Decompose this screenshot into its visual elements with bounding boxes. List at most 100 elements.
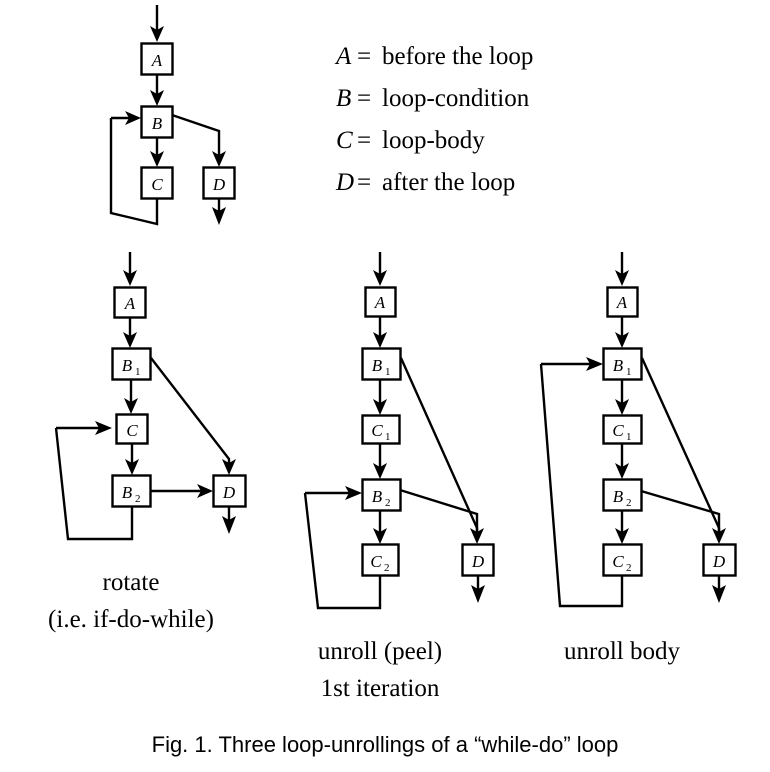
legend-eq-A: =	[357, 43, 371, 70]
diagram-caption-line-2: (i.e. if-do-while)	[48, 606, 214, 633]
node-B1-subscript: 1	[135, 366, 141, 378]
edge-C2-to-B2-back	[303, 486, 382, 610]
node-C2-subscript: 2	[384, 562, 390, 574]
node-C2-label: C	[612, 552, 624, 571]
edge-B2-to-C-back	[54, 421, 134, 541]
figure-caption: Fig. 1. Three loop-unrollings of a “whil…	[152, 732, 619, 757]
edge-C1-to-B2	[615, 443, 629, 479]
legend-desc-A: before the loop	[382, 43, 533, 70]
node-A-label: A	[374, 293, 386, 312]
node-B2-subscript: 2	[385, 497, 391, 509]
node-C1-subscript: 1	[385, 431, 391, 443]
node-B2-label: B	[372, 487, 383, 506]
node-B2-subscript: 2	[135, 493, 141, 505]
node-B-label: B	[152, 114, 163, 133]
node-C-label: C	[151, 175, 163, 194]
edge-B-to-C	[150, 137, 164, 167]
node-C2: C 2	[361, 543, 400, 577]
node-C: C	[140, 166, 174, 200]
edge-B2-to-D	[399, 488, 479, 534]
node-C1-subscript: 1	[626, 431, 632, 443]
node-B1-subscript: 1	[626, 366, 632, 378]
node-B1-label: B	[372, 356, 383, 375]
diagram-unroll-body: A B 1 C 1 B	[539, 252, 737, 665]
node-B2-label: B	[122, 483, 133, 502]
node-A: A	[140, 42, 174, 76]
node-B1-subscript: 1	[385, 366, 391, 378]
edge-entry-to-A	[123, 252, 137, 286]
node-C-label: C	[126, 421, 138, 440]
node-C2: C 2	[602, 543, 643, 577]
node-A-label: A	[616, 293, 628, 312]
edge-D-to-exit	[222, 506, 236, 534]
edge-C2-to-B1-back	[539, 357, 624, 608]
diagram-rotate: A B 1 C B 2	[48, 252, 247, 633]
node-D: D	[461, 543, 495, 577]
node-C: C	[115, 413, 149, 445]
node-D-label: D	[471, 552, 485, 571]
edge-A-to-B	[150, 74, 164, 106]
edge-A-to-B1	[123, 317, 137, 348]
edge-C-to-B2	[125, 443, 139, 475]
edge-B2-to-D	[150, 484, 213, 498]
node-D-label: D	[212, 175, 226, 194]
edge-C-to-B-back	[109, 111, 159, 226]
node-B2: B 2	[111, 474, 152, 508]
node-A: A	[606, 286, 639, 318]
diagram-unroll-peel: A B 1 C 1 B	[303, 252, 495, 702]
legend-desc-D: after the loop	[382, 169, 515, 196]
node-B1: B 1	[602, 347, 643, 381]
node-B2-label: B	[613, 487, 624, 506]
legend-eq-C: =	[357, 127, 371, 154]
legend-eq-D: =	[357, 169, 371, 196]
node-C2-subscript: 2	[626, 562, 632, 574]
edge-entry-to-A	[615, 252, 629, 286]
edge-entry-to-A	[373, 252, 387, 286]
node-A-label: A	[151, 51, 163, 70]
edge-D-to-exit	[212, 198, 226, 225]
node-B1-label: B	[122, 356, 133, 375]
diagram-caption-line-1: rotate	[103, 569, 160, 596]
edge-entry-to-A	[150, 5, 164, 42]
legend: A = before the loop B = loop-condition C…	[334, 43, 533, 196]
legend-var-D: D	[335, 169, 354, 196]
node-A-label: A	[124, 294, 136, 313]
legend-entry-C: C = loop-body	[336, 127, 485, 154]
edge-B1-to-D	[399, 357, 484, 544]
edge-D-to-exit	[471, 575, 485, 603]
edge-B1-to-C	[124, 379, 138, 414]
node-B2: B 2	[602, 478, 643, 512]
diagram-caption-line-2: 1st iteration	[321, 675, 440, 702]
node-A: A	[113, 286, 147, 319]
edge-B1-to-C1	[373, 379, 387, 415]
node-D: D	[212, 474, 247, 508]
node-C2-label: C	[370, 552, 382, 571]
edge-B2-to-D	[640, 489, 721, 534]
node-C1-label: C	[371, 421, 383, 440]
legend-entry-D: D = after the loop	[335, 169, 515, 196]
node-B1-label: B	[613, 356, 624, 375]
edge-B2-to-C2	[373, 510, 387, 544]
edge-B1-to-D	[640, 357, 726, 544]
legend-var-A: A	[334, 43, 352, 70]
legend-desc-B: loop-condition	[382, 85, 530, 112]
node-B2: B 2	[361, 478, 402, 512]
legend-desc-C: loop-body	[382, 127, 485, 154]
edge-D-to-exit	[712, 575, 726, 603]
node-B1: B 1	[361, 347, 402, 381]
edge-C1-to-B2	[373, 443, 387, 479]
edge-B2-to-C2	[615, 510, 629, 544]
node-D-label: D	[222, 483, 236, 502]
node-B: B	[140, 105, 174, 139]
node-D: D	[202, 166, 236, 200]
edge-B-to-D	[171, 113, 226, 167]
node-A: A	[364, 286, 397, 318]
node-B1: B 1	[111, 347, 152, 381]
edge-B1-to-C1	[615, 379, 629, 415]
legend-var-C: C	[336, 127, 353, 154]
diagram-caption-line-1: unroll (peel)	[318, 638, 442, 665]
diagram-original-while-do-loop: A B C D	[109, 5, 236, 226]
legend-var-B: B	[336, 85, 351, 112]
node-D-label: D	[712, 552, 726, 571]
